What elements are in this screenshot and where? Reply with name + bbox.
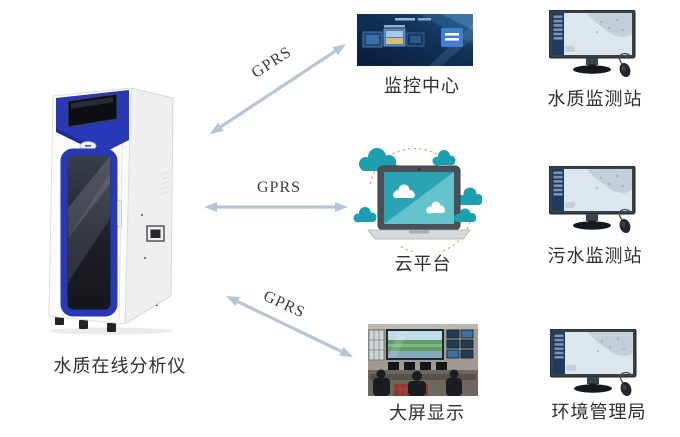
analyzer-door-handle xyxy=(117,199,122,228)
monitoring-center-label: 监控中心 xyxy=(384,76,460,96)
video-wall xyxy=(386,329,444,360)
big-screen-label: 大屏显示 xyxy=(389,403,465,423)
cloud-platform-laptop-icon xyxy=(353,148,482,252)
mouse-cable xyxy=(618,208,632,222)
analyzer-label: 水质在线分析仪 xyxy=(53,356,187,376)
people-silhouettes xyxy=(373,369,462,396)
node-analyzer xyxy=(45,88,190,336)
cloud-icons-front xyxy=(353,207,476,223)
sewage-station-label: 污水监测站 xyxy=(547,246,643,266)
video-thumbnails xyxy=(362,28,425,48)
node-big-screen xyxy=(368,324,478,396)
node-environment-bureau xyxy=(550,329,650,407)
monitoring-center-screen-icon xyxy=(357,14,473,66)
mouse-cable xyxy=(618,52,632,66)
node-sewage-station xyxy=(549,166,649,244)
node-water-quality-station xyxy=(549,10,649,88)
node-cloud-platform xyxy=(352,148,482,252)
laptop xyxy=(367,165,471,240)
desktop-monitor-icon xyxy=(550,329,637,397)
data-flow-arcs xyxy=(369,148,471,252)
analyzer-door xyxy=(60,148,118,317)
desktop-monitor-icon xyxy=(549,166,636,234)
environment-bureau-label: 环境管理局 xyxy=(551,402,647,422)
desktop-monitor-icon xyxy=(549,10,636,78)
arrow-to-monitoring-center xyxy=(210,44,346,134)
gprs-label-middle: GPRS xyxy=(256,179,302,196)
arrow-to-big-screen xyxy=(226,296,353,357)
mouse-icon xyxy=(620,381,632,397)
arrow-to-cloud-platform xyxy=(204,202,348,212)
analyzer-cabinet-icon xyxy=(48,88,174,335)
mouse-icon xyxy=(619,218,631,234)
cloud-icons xyxy=(359,148,482,205)
node-monitoring-center xyxy=(357,14,473,66)
window xyxy=(368,329,385,361)
cloud-platform-label: 云平台 xyxy=(394,254,452,274)
menu-icon xyxy=(441,28,463,47)
water-quality-station-label: 水质监测站 xyxy=(547,89,643,109)
control-room-photo-icon xyxy=(368,324,478,396)
mouse-icon xyxy=(619,62,631,78)
desk-monitors xyxy=(388,362,447,370)
side-monitors xyxy=(446,329,474,359)
mouse-cable xyxy=(619,371,633,385)
